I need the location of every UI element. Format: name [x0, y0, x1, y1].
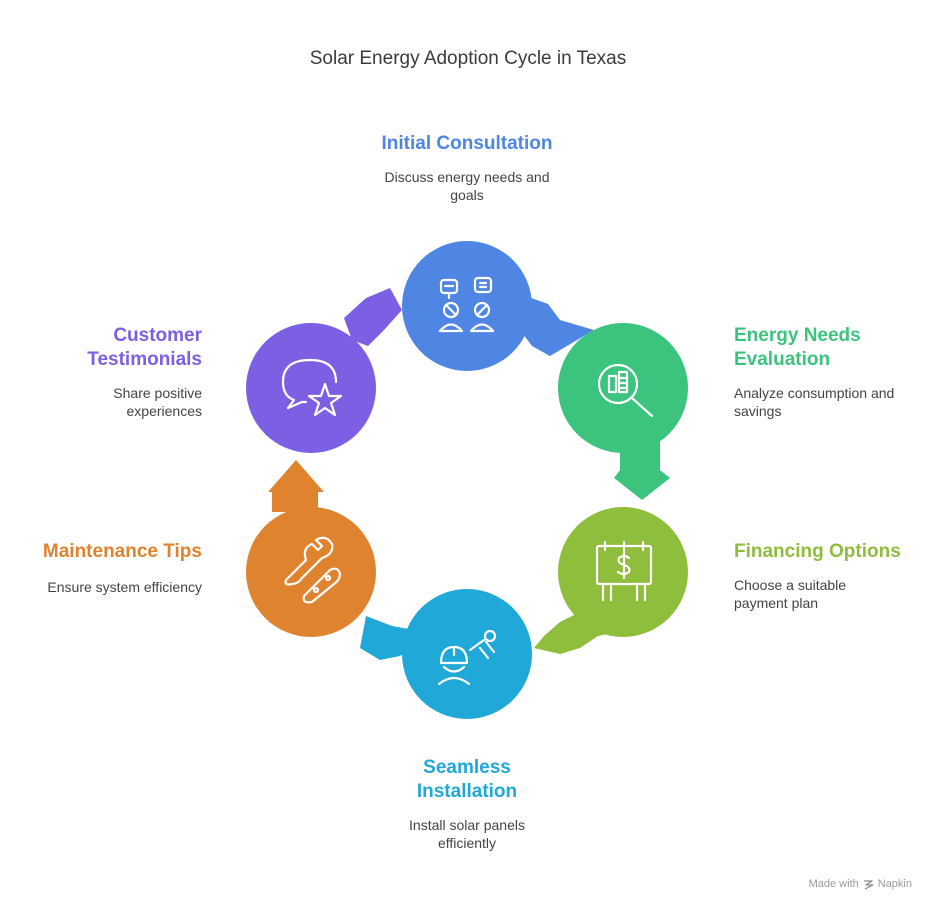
node-maintenance-tips[interactable]	[246, 507, 376, 637]
step-title-initial-consultation: Initial Consultation	[381, 133, 553, 154]
step-desc-financing-options: Choose a suitable payment plan	[734, 577, 847, 611]
step-desc-initial-consultation: Discuss energy needs and goals	[384, 169, 550, 203]
arrow-maintenance-to-testimonials	[268, 460, 324, 512]
node-financing-options[interactable]	[558, 507, 688, 637]
page-title: Solar Energy Adoption Cycle in Texas	[309, 48, 627, 69]
magnifier-chart-icon	[597, 363, 654, 418]
node-initial-consultation[interactable]	[402, 241, 532, 371]
step-title-customer-testimonials: Customer Testimonials	[87, 325, 202, 370]
step-desc-customer-testimonials: Share positive experiences	[113, 385, 202, 419]
arrow-installation-to-maintenance	[360, 616, 414, 660]
step-title-financing-options: Financing Options	[734, 541, 901, 562]
arrow-evaluation-to-financing	[614, 440, 670, 500]
wrench-icon	[284, 536, 342, 604]
consultation-people-icon	[438, 276, 495, 333]
step-title-seamless-installation: Seamless Installation	[416, 757, 518, 802]
step-title-maintenance-tips: Maintenance Tips	[42, 541, 202, 562]
arrow-consultation-to-evaluation	[520, 294, 594, 356]
step-desc-seamless-installation: Install solar panels efficiently	[409, 817, 525, 851]
chat-star-icon	[281, 358, 343, 417]
step-desc-energy-needs-evaluation: Analyze consumption and savings	[734, 385, 895, 419]
dollar-billboard-icon	[595, 540, 653, 602]
node-seamless-installation[interactable]	[402, 589, 532, 719]
made-with-credit[interactable]: Made with Napkin	[809, 878, 912, 890]
step-title-energy-needs-evaluation: Energy Needs Evaluation	[734, 325, 861, 370]
worker-tool-icon	[437, 629, 497, 686]
node-customer-testimonials[interactable]	[246, 323, 376, 453]
step-desc-maintenance-tips: Ensure system efficiency	[47, 579, 202, 595]
arrow-testimonials-to-consultation	[344, 288, 402, 346]
napkin-brand: Napkin	[877, 878, 912, 890]
made-with-text: Made with	[808, 878, 859, 890]
node-energy-needs-evaluation[interactable]	[558, 323, 688, 453]
napkin-logo-icon	[863, 879, 874, 890]
